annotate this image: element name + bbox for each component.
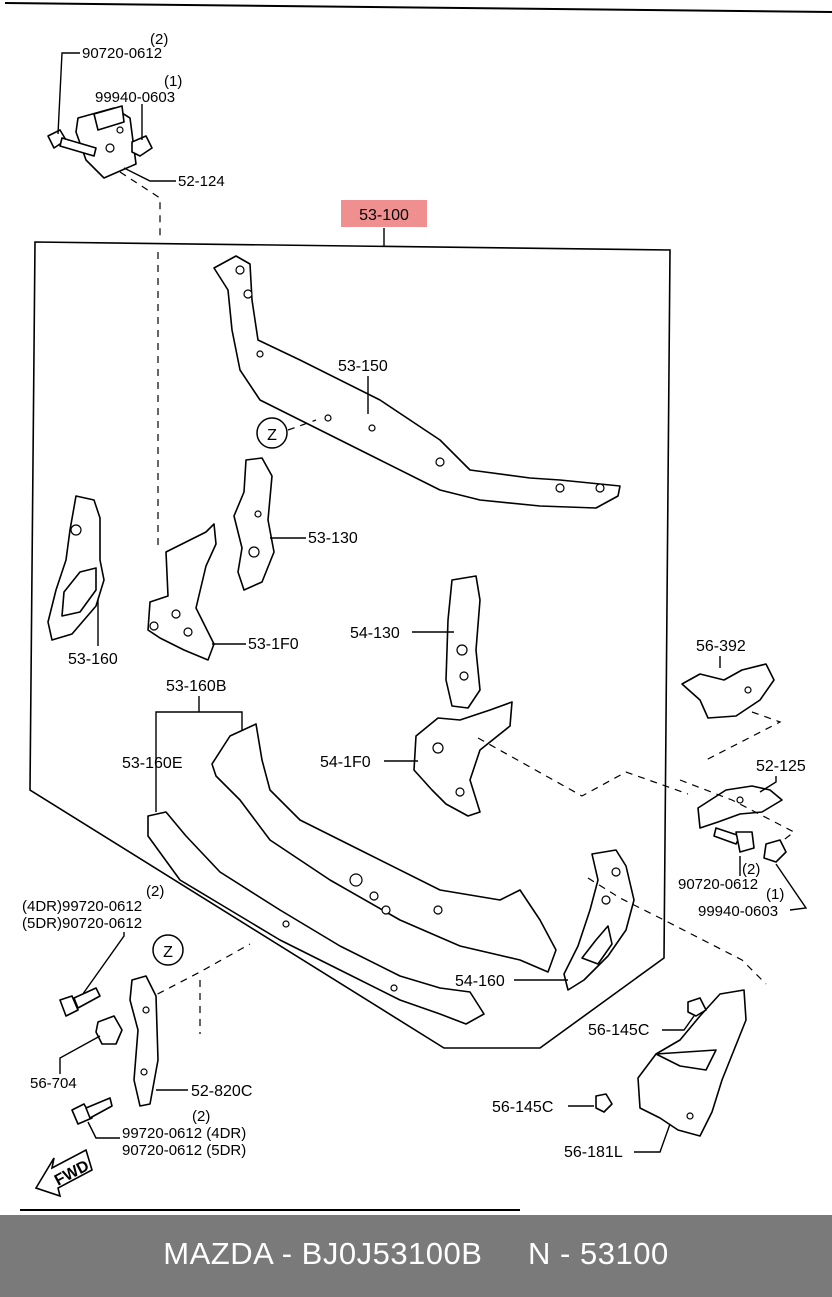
label-52-125: 52-125 bbox=[756, 758, 806, 775]
qty-2-top: (2) bbox=[150, 31, 168, 48]
label-53-150: 53-150 bbox=[338, 358, 388, 375]
nut-99940-0603-right bbox=[763, 839, 787, 863]
label-90720-0612-right: 90720-0612 bbox=[678, 876, 758, 893]
callout-z-bottom-letter: Z bbox=[163, 944, 173, 961]
label-53-1f0: 53-1F0 bbox=[248, 636, 299, 653]
lower-member-53-160e bbox=[147, 811, 485, 1025]
bracket-52-820c bbox=[129, 975, 159, 1107]
label-52-124: 52-124 bbox=[178, 173, 225, 190]
label-53-100-highlight bbox=[341, 200, 427, 227]
label-56-181l: 56-181L bbox=[564, 1144, 623, 1161]
qty-2-left: (2) bbox=[146, 883, 164, 900]
dashed-56-392 bbox=[705, 711, 782, 761]
label-90720-0612-top: 90720-0612 bbox=[82, 45, 162, 62]
dashed-54-160 bbox=[587, 877, 767, 985]
label-56-145c-a: 56-145C bbox=[588, 1022, 649, 1039]
label-56-704: 56-704 bbox=[30, 1075, 77, 1092]
label-53-100: 53-100 bbox=[359, 207, 409, 224]
label-53-160b: 53-160B bbox=[166, 678, 227, 695]
bracket-53-1f0 bbox=[147, 523, 217, 661]
clip-56-145c-a bbox=[687, 997, 707, 1017]
label-54-160: 54-160 bbox=[455, 973, 505, 990]
callout-z-bottom bbox=[152, 934, 184, 966]
clip-56-145c-b bbox=[595, 1093, 613, 1113]
label-99720-0612-4dr: 99720-0612 (4DR) bbox=[122, 1125, 246, 1142]
leader-99720-left bbox=[79, 932, 125, 999]
splash-shield-56-181l bbox=[637, 989, 747, 1137]
label-99940-0603-right: 99940-0603 bbox=[698, 903, 778, 920]
label-99940-0603-top: 99940-0603 bbox=[95, 89, 175, 106]
bracket-54-1f0 bbox=[413, 701, 513, 817]
label-53-160: 53-160 bbox=[68, 651, 118, 668]
qty-1-right: (1) bbox=[766, 886, 784, 903]
callout-z-top bbox=[256, 417, 288, 449]
bracket-54-130 bbox=[445, 575, 481, 709]
leader-52-124 bbox=[123, 167, 176, 182]
qty-2-bottom: (2) bbox=[192, 1108, 210, 1125]
bracket-52-124 bbox=[75, 105, 137, 179]
leader-99720-bottom bbox=[87, 1121, 120, 1139]
footer-separator: - bbox=[272, 1236, 302, 1271]
leader-90720-top bbox=[57, 52, 80, 135]
bolt-99720-0612-bottom bbox=[71, 1097, 113, 1125]
fwd-arrow-icon: FWD bbox=[34, 1148, 93, 1198]
label-56-145c-b: 56-145C bbox=[492, 1099, 553, 1116]
label-53-160e: 53-160E bbox=[122, 755, 183, 772]
lower-member-53-160b bbox=[211, 723, 557, 973]
label-54-130: 54-130 bbox=[350, 625, 400, 642]
leader-56-145c-a bbox=[662, 1015, 695, 1031]
footer-caption: MAZDA - BJ0J53100B N - 53100 bbox=[0, 1236, 832, 1272]
leader-99940-right bbox=[775, 863, 808, 911]
parts-diagram: 53-100 (2) 90720-0612 (1) 99940-0603 52-… bbox=[4, 2, 832, 1211]
upper-member-53-150 bbox=[213, 255, 621, 509]
label-53-130: 53-130 bbox=[308, 530, 358, 547]
label-90720-0612-5dr: 90720-0612 (5DR) bbox=[122, 1142, 246, 1159]
bracket-53-130 bbox=[233, 457, 275, 591]
label-56-392: 56-392 bbox=[696, 638, 746, 655]
leader-56-704 bbox=[59, 1035, 101, 1074]
dashed-52-125 bbox=[679, 779, 796, 847]
label-4dr-99720-0612: (4DR)99720-0612 bbox=[22, 898, 142, 915]
nut-99940-0603-top bbox=[131, 135, 153, 157]
qty-2-right: (2) bbox=[742, 861, 760, 878]
footer-brand: MAZDA bbox=[163, 1236, 273, 1271]
top-border bbox=[4, 2, 832, 13]
bolt-99720-0612-left bbox=[59, 987, 101, 1017]
bolt-90720-0612-top bbox=[47, 129, 97, 157]
dashed-52-124 bbox=[119, 171, 161, 238]
nut-56-704 bbox=[95, 1015, 123, 1045]
callout-z-top-letter: Z bbox=[267, 427, 277, 444]
dashed-z-top bbox=[287, 419, 317, 431]
assembly-frame bbox=[29, 241, 671, 1049]
bracket-56-392 bbox=[681, 663, 775, 719]
side-member-53-160 bbox=[47, 495, 105, 641]
footer-gap bbox=[482, 1236, 528, 1271]
label-54-1f0: 54-1F0 bbox=[320, 754, 371, 771]
footer-part-number: BJ0J53100B bbox=[301, 1236, 483, 1271]
label-52-820c: 52-820C bbox=[191, 1083, 252, 1100]
bracket-52-125 bbox=[697, 785, 783, 829]
bolt-90720-0612-right bbox=[713, 827, 755, 853]
side-member-54-160 bbox=[563, 849, 635, 991]
label-5dr-90720-0612: (5DR)90720-0612 bbox=[22, 915, 142, 932]
footer-bar bbox=[0, 1215, 832, 1297]
dashed-54-1f0 bbox=[477, 737, 689, 797]
qty-1-top: (1) bbox=[164, 73, 182, 90]
leader-52-125 bbox=[759, 776, 777, 793]
leader-56-181l bbox=[634, 1123, 671, 1153]
footer-reference: N - 53100 bbox=[528, 1236, 669, 1271]
